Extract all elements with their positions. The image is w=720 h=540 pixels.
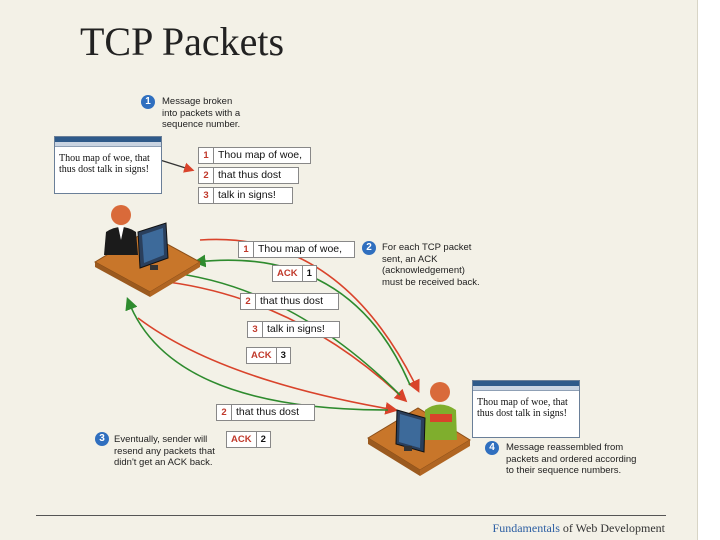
- receiver-desk: [367, 382, 471, 476]
- sender-desk: [93, 205, 202, 297]
- step-note-3: Eventually, sender will resend any packe…: [114, 434, 215, 468]
- step-note-2: For each TCP packet sent, an ACK (acknow…: [382, 242, 480, 288]
- step-note-4: Message reassembled from packets and ord…: [506, 442, 637, 476]
- step-badge-2: 2: [362, 241, 376, 255]
- right-margin-line: [697, 0, 698, 540]
- slide-title: TCP Packets: [80, 19, 285, 64]
- step-badge-4: 4: [485, 441, 499, 455]
- send-arrow-3: [137, 317, 399, 415]
- send-arrow-1: [199, 238, 420, 393]
- receiver-browser-window: Thou map of woe, that thus dost talk in …: [472, 380, 580, 438]
- ack-arrow-1: [192, 254, 411, 386]
- sender-message-text: Thou map of woe, that thus dost talk in …: [59, 153, 150, 175]
- step-badge-3: 3: [95, 432, 109, 446]
- sender-browser-window: Thou map of woe, that thus dost talk in …: [54, 136, 162, 194]
- receiver-message-text: Thou map of woe, that thus dost talk in …: [477, 397, 568, 419]
- diagram-artwork: [93, 159, 471, 476]
- step-note-1: Message broken into packets with a seque…: [162, 96, 241, 130]
- footer-highlight: Fundamentals: [492, 521, 560, 535]
- step-badge-1: 1: [141, 95, 155, 109]
- ack-arrow-3: [125, 297, 389, 411]
- footer-divider: [36, 515, 666, 516]
- footer-rest: of Web Development: [559, 521, 665, 535]
- send-arrow-2: [167, 281, 408, 403]
- footer-text: Fundamentals of Web Development: [493, 521, 665, 536]
- split-arrow: [159, 159, 195, 173]
- right-margin-strip: [697, 0, 720, 540]
